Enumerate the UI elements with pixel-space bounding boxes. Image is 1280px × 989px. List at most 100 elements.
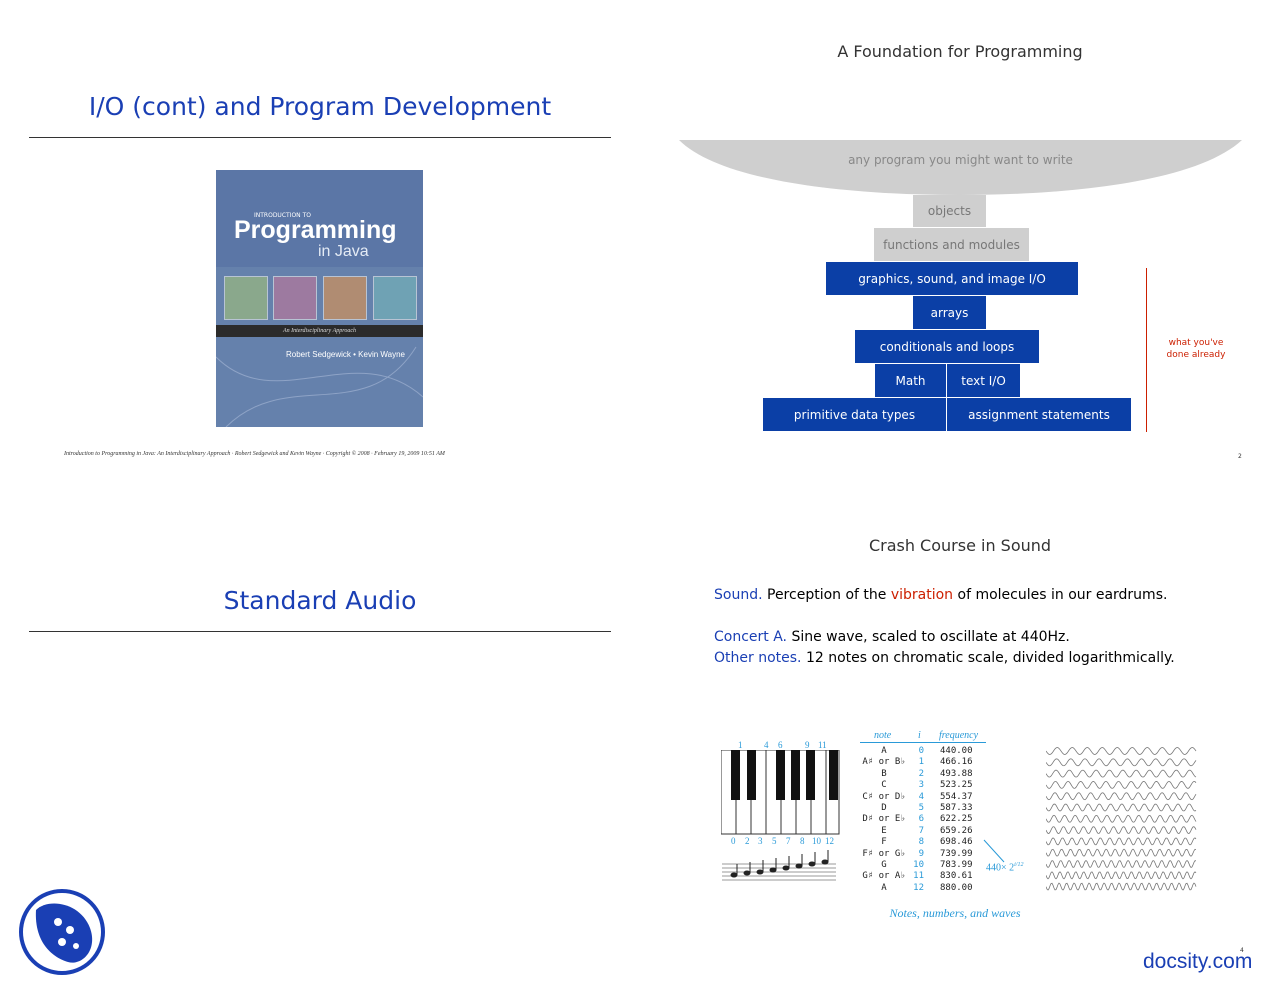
cover-image-1 (224, 276, 268, 320)
piano-top-number: 11 (818, 740, 827, 750)
music-staff (722, 850, 836, 881)
book-cover-header (216, 170, 423, 267)
done-note-line2: done already (1166, 350, 1226, 360)
slide3-title: Standard Audio (223, 586, 417, 615)
slide1-rule (29, 137, 611, 138)
note-frequency: 880.00 (940, 882, 973, 893)
concert-text: Sine wave, scaled to oscillate at 440Hz. (787, 629, 1070, 645)
note-frequency: 554.37 (940, 791, 973, 802)
book-band: An Interdisciplinary Approach (216, 325, 423, 337)
piano-bottom-number: 2 (745, 836, 750, 846)
note-index: 8 (918, 837, 924, 848)
formula-base: 440× 2 (986, 862, 1015, 874)
note-frequency-table: note i frequency A 0 440.00 A♯ or B♭ 1 466.16… (860, 730, 990, 900)
note-frequency: 830.61 (940, 871, 973, 882)
note-name: D (881, 803, 887, 813)
sine-wave-line (1046, 758, 1197, 767)
sound-label: Sound. (714, 587, 763, 603)
docsity-watermark[interactable]: docsity.com (1143, 950, 1253, 973)
frequency-formula: 440× 2i/12 (986, 862, 1023, 873)
note-frequency: 493.88 (940, 768, 973, 779)
table-row: D 5 587.33 (860, 803, 990, 814)
book-kicker: INTRODUCTION TO (254, 212, 311, 219)
book-subtitle: in Java (318, 243, 369, 260)
layer-objects: objects (913, 195, 986, 227)
note-frequency: 698.46 (940, 837, 973, 848)
note-name: A (881, 882, 887, 893)
sine-wave-line (1046, 837, 1197, 846)
figure-caption: Notes, numbers, and waves (889, 906, 1021, 920)
other-text: 12 notes on chromatic scale, divided log… (801, 650, 1175, 666)
note-name: C (881, 780, 887, 791)
other-label: Other notes. (714, 650, 802, 666)
note-index: 7 (918, 825, 924, 836)
table-header-frequency: frequency (939, 730, 979, 741)
sine-waves (1046, 747, 1197, 891)
done-note-line1: what you've (1168, 338, 1224, 348)
note-index: 1 (918, 757, 924, 768)
book-title: Programming (234, 216, 397, 244)
note-name: A (881, 746, 887, 756)
note-name: C♯ or D♭ (862, 791, 906, 802)
layer-graphics: graphics, sound, and image I/O (826, 262, 1078, 295)
table-row: D♯ or E♭ 6 622.25 (860, 814, 990, 825)
sine-wave-line (1046, 780, 1197, 789)
note-frequency: 587.33 (940, 803, 973, 813)
slide4-title: Crash Course in Sound (868, 536, 1052, 555)
table-row: A 0 440.00 (860, 746, 990, 757)
slide1-footer: Introduction to Programming in Java: An … (64, 451, 445, 457)
cover-image-3 (323, 276, 367, 320)
note-frequency: 622.25 (940, 814, 973, 825)
other-notes-definition: Other notes. 12 notes on chromatic scale… (714, 650, 1175, 666)
book-cover: INTRODUCTION TO Programming in Java An I… (216, 170, 423, 427)
table-row: C 3 523.25 (860, 780, 990, 791)
note-frequency: 466.16 (940, 757, 973, 768)
note-name: B (881, 768, 887, 779)
table-header-note: note (874, 730, 892, 741)
note-index: 5 (918, 803, 924, 813)
cover-image-2 (273, 276, 317, 320)
sine-wave-line (1046, 826, 1197, 834)
note-index: 11 (913, 871, 924, 882)
sine-wave-line (1046, 882, 1197, 891)
note-index: 3 (918, 780, 924, 791)
sine-wave-line (1046, 792, 1197, 801)
cover-swirl (216, 346, 423, 427)
concert-label: Concert A. (714, 629, 788, 645)
piano-keyboard: 1 4 6 9 11 0 2 3 5 7 8 10 12 (721, 740, 841, 890)
slide3-rule (29, 631, 611, 632)
slide2-page-number: 2 (1238, 453, 1242, 460)
piano-keys (721, 750, 840, 835)
sound-text-a: Perception of the (762, 587, 891, 603)
layer-assignment: assignment statements (947, 398, 1131, 431)
formula-pointer (983, 839, 1005, 863)
sine-wave-line (1046, 814, 1197, 823)
note-index: 10 (913, 860, 924, 870)
note-frequency: 659.26 (940, 825, 973, 836)
top-layer-label: any program you might want to write (848, 153, 1073, 167)
note-name: E (881, 825, 887, 836)
slide2-title: A Foundation for Programming (837, 42, 1083, 61)
note-name: A♯ or B♭ (862, 757, 906, 768)
done-bracket (1146, 268, 1147, 432)
layer-arrays: arrays (913, 296, 986, 329)
note-frequency: 523.25 (940, 780, 973, 791)
note-name: D♯ or E♭ (862, 814, 906, 825)
note-index: 0 (918, 746, 924, 756)
slide1-title: I/O (cont) and Program Development (88, 92, 552, 121)
piano-bottom-number: 12 (825, 836, 834, 846)
note-frequency: 440.00 (940, 746, 973, 756)
sound-text-b: of molecules in our eardrums. (953, 587, 1168, 603)
table-header-i: i (918, 730, 921, 741)
piano-bottom-number: 8 (800, 836, 805, 846)
note-index: 6 (918, 814, 924, 825)
concert-a-definition: Concert A. Sine wave, scaled to oscillat… (714, 629, 1070, 645)
sound-definition: Sound. Perception of the vibration of mo… (714, 587, 1167, 603)
note-index: 9 (918, 848, 924, 859)
